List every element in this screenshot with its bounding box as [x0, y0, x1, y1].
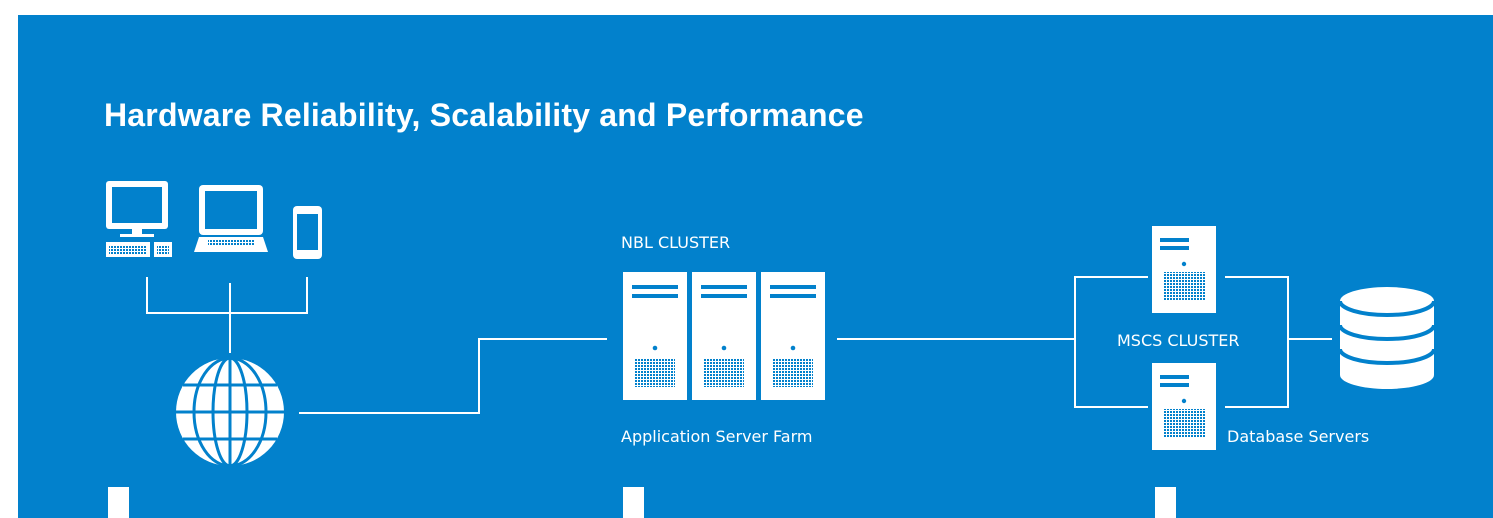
- database-icon: [1338, 287, 1436, 389]
- connector-lines: [146, 276, 1332, 414]
- mobile-phone-icon: [293, 206, 322, 259]
- db-server-2-icon: [1152, 363, 1216, 450]
- bottom-tab-marker: [108, 487, 129, 518]
- bottom-tab-marker: [623, 487, 644, 518]
- app-server-3-icon: [761, 272, 825, 400]
- app-server-farm-label: Application Server Farm: [621, 427, 813, 446]
- desktop-computer-icon: [106, 181, 172, 257]
- bottom-tab-marker: [1155, 487, 1176, 518]
- mscs-cluster-label: MSCS CLUSTER: [1117, 331, 1240, 350]
- diagram-panel: Hardware Reliability, Scalability and Pe…: [18, 15, 1493, 518]
- app-server-2-icon: [692, 272, 756, 400]
- laptop-icon: [194, 185, 268, 252]
- page-title: Hardware Reliability, Scalability and Pe…: [104, 97, 864, 133]
- app-server-1-icon: [623, 272, 687, 400]
- architecture-diagram: [106, 181, 1436, 518]
- globe-icon: [176, 356, 284, 468]
- db-server-1-icon: [1152, 226, 1216, 313]
- nbl-cluster-label: NBL CLUSTER: [621, 233, 731, 252]
- database-servers-label: Database Servers: [1227, 427, 1370, 446]
